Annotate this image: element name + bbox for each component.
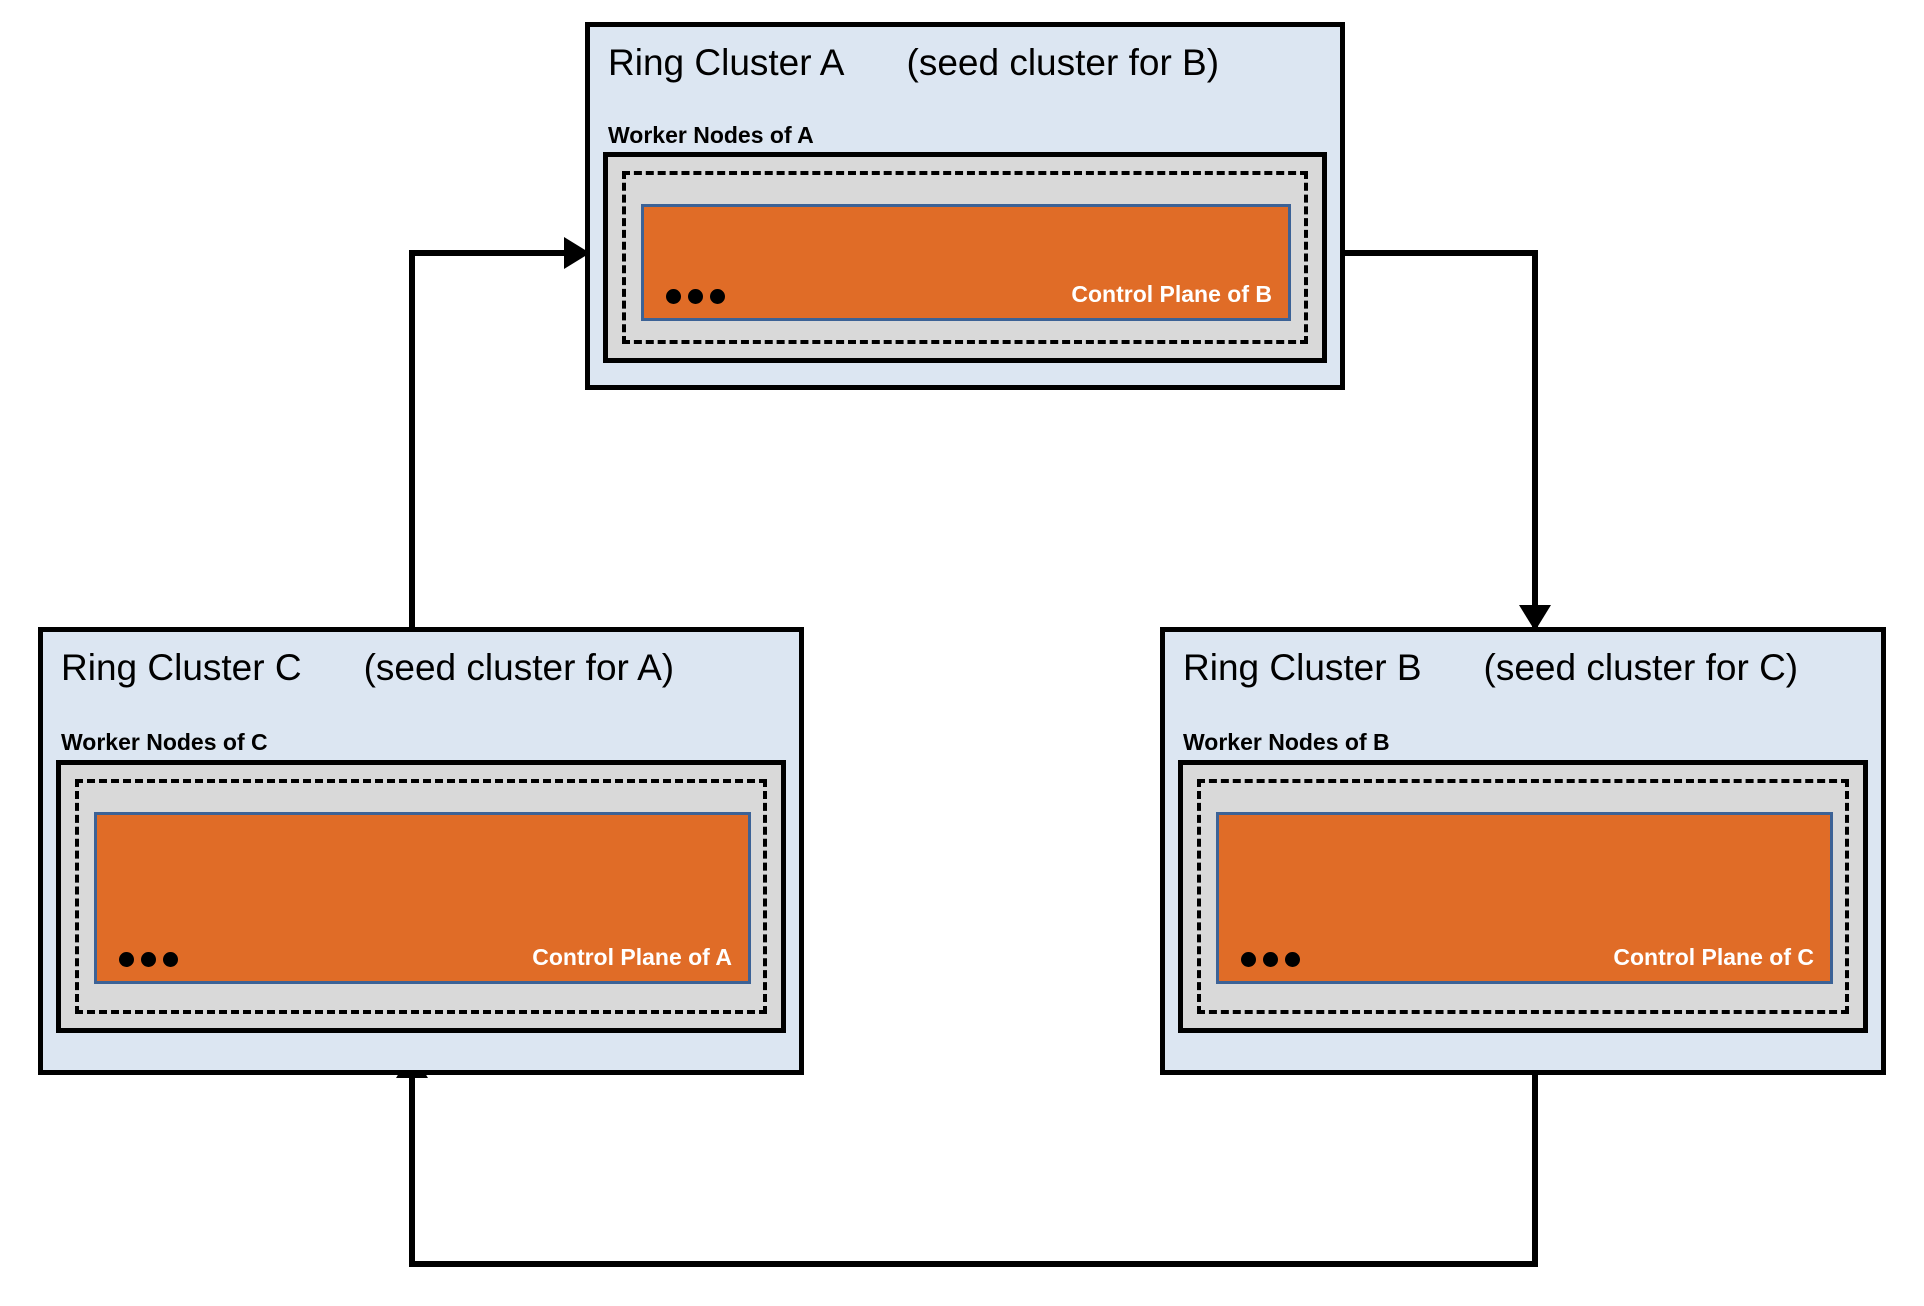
cluster-a-worker-box[interactable]: Control Plane of B <box>603 152 1327 363</box>
cluster-a-seed-note: (seed cluster for B) <box>906 42 1220 83</box>
connector-b-to-c-vertical-left <box>409 1075 415 1265</box>
cluster-a-worker-label: Worker Nodes of A <box>608 122 814 148</box>
cluster-b-worker-dashed-boundary <box>1197 779 1849 1014</box>
cluster-b-worker-box[interactable]: Control Plane of C <box>1178 760 1868 1033</box>
cluster-c-seed-note: (seed cluster for A) <box>363 647 675 688</box>
cluster-a-title: Ring Cluster A (seed cluster for B) <box>608 41 1219 85</box>
cluster-c-control-plane[interactable]: Control Plane of A <box>94 812 751 984</box>
cluster-a-name: Ring Cluster A <box>608 42 845 83</box>
arrowhead-a-to-b <box>1519 605 1551 631</box>
cluster-b-control-plane-label: Control Plane of C <box>1613 944 1814 970</box>
cluster-b-seed-note: (seed cluster for C) <box>1483 647 1799 688</box>
cluster-b-ellipsis-dots <box>1241 952 1300 967</box>
cluster-c-title: Ring Cluster C (seed cluster for A) <box>61 646 674 690</box>
cluster-a-control-plane[interactable]: Control Plane of B <box>641 204 1291 321</box>
cluster-a-worker-dashed-boundary <box>622 171 1308 344</box>
cluster-c-name: Ring Cluster C <box>61 647 302 688</box>
cluster-c[interactable]: Ring Cluster C (seed cluster for A) Worke… <box>38 627 804 1075</box>
cluster-c-worker-dashed-boundary <box>75 779 767 1014</box>
connector-c-to-a-horizontal <box>409 250 584 256</box>
cluster-a-control-plane-label: Control Plane of B <box>1071 281 1272 307</box>
cluster-a[interactable]: Ring Cluster A (seed cluster for B) Worke… <box>585 22 1345 390</box>
cluster-a-ellipsis-dots <box>666 289 725 304</box>
cluster-b-control-plane[interactable]: Control Plane of C <box>1216 812 1833 984</box>
cluster-c-ellipsis-dots <box>119 952 178 967</box>
connector-c-to-a-vertical <box>409 250 415 652</box>
cluster-b-title: Ring Cluster B (seed cluster for C) <box>1183 646 1798 690</box>
connector-b-to-c-horizontal <box>409 1261 1538 1267</box>
cluster-c-worker-box[interactable]: Control Plane of A <box>56 760 786 1033</box>
connector-a-to-b-horizontal <box>1345 250 1538 256</box>
connector-a-to-b-vertical <box>1532 250 1538 630</box>
cluster-b-worker-label: Worker Nodes of B <box>1183 729 1390 755</box>
cluster-b-name: Ring Cluster B <box>1183 647 1422 688</box>
cluster-b[interactable]: Ring Cluster B (seed cluster for C) Worke… <box>1160 627 1886 1075</box>
cluster-c-control-plane-label: Control Plane of A <box>532 944 732 970</box>
cluster-c-worker-label: Worker Nodes of C <box>61 729 268 755</box>
